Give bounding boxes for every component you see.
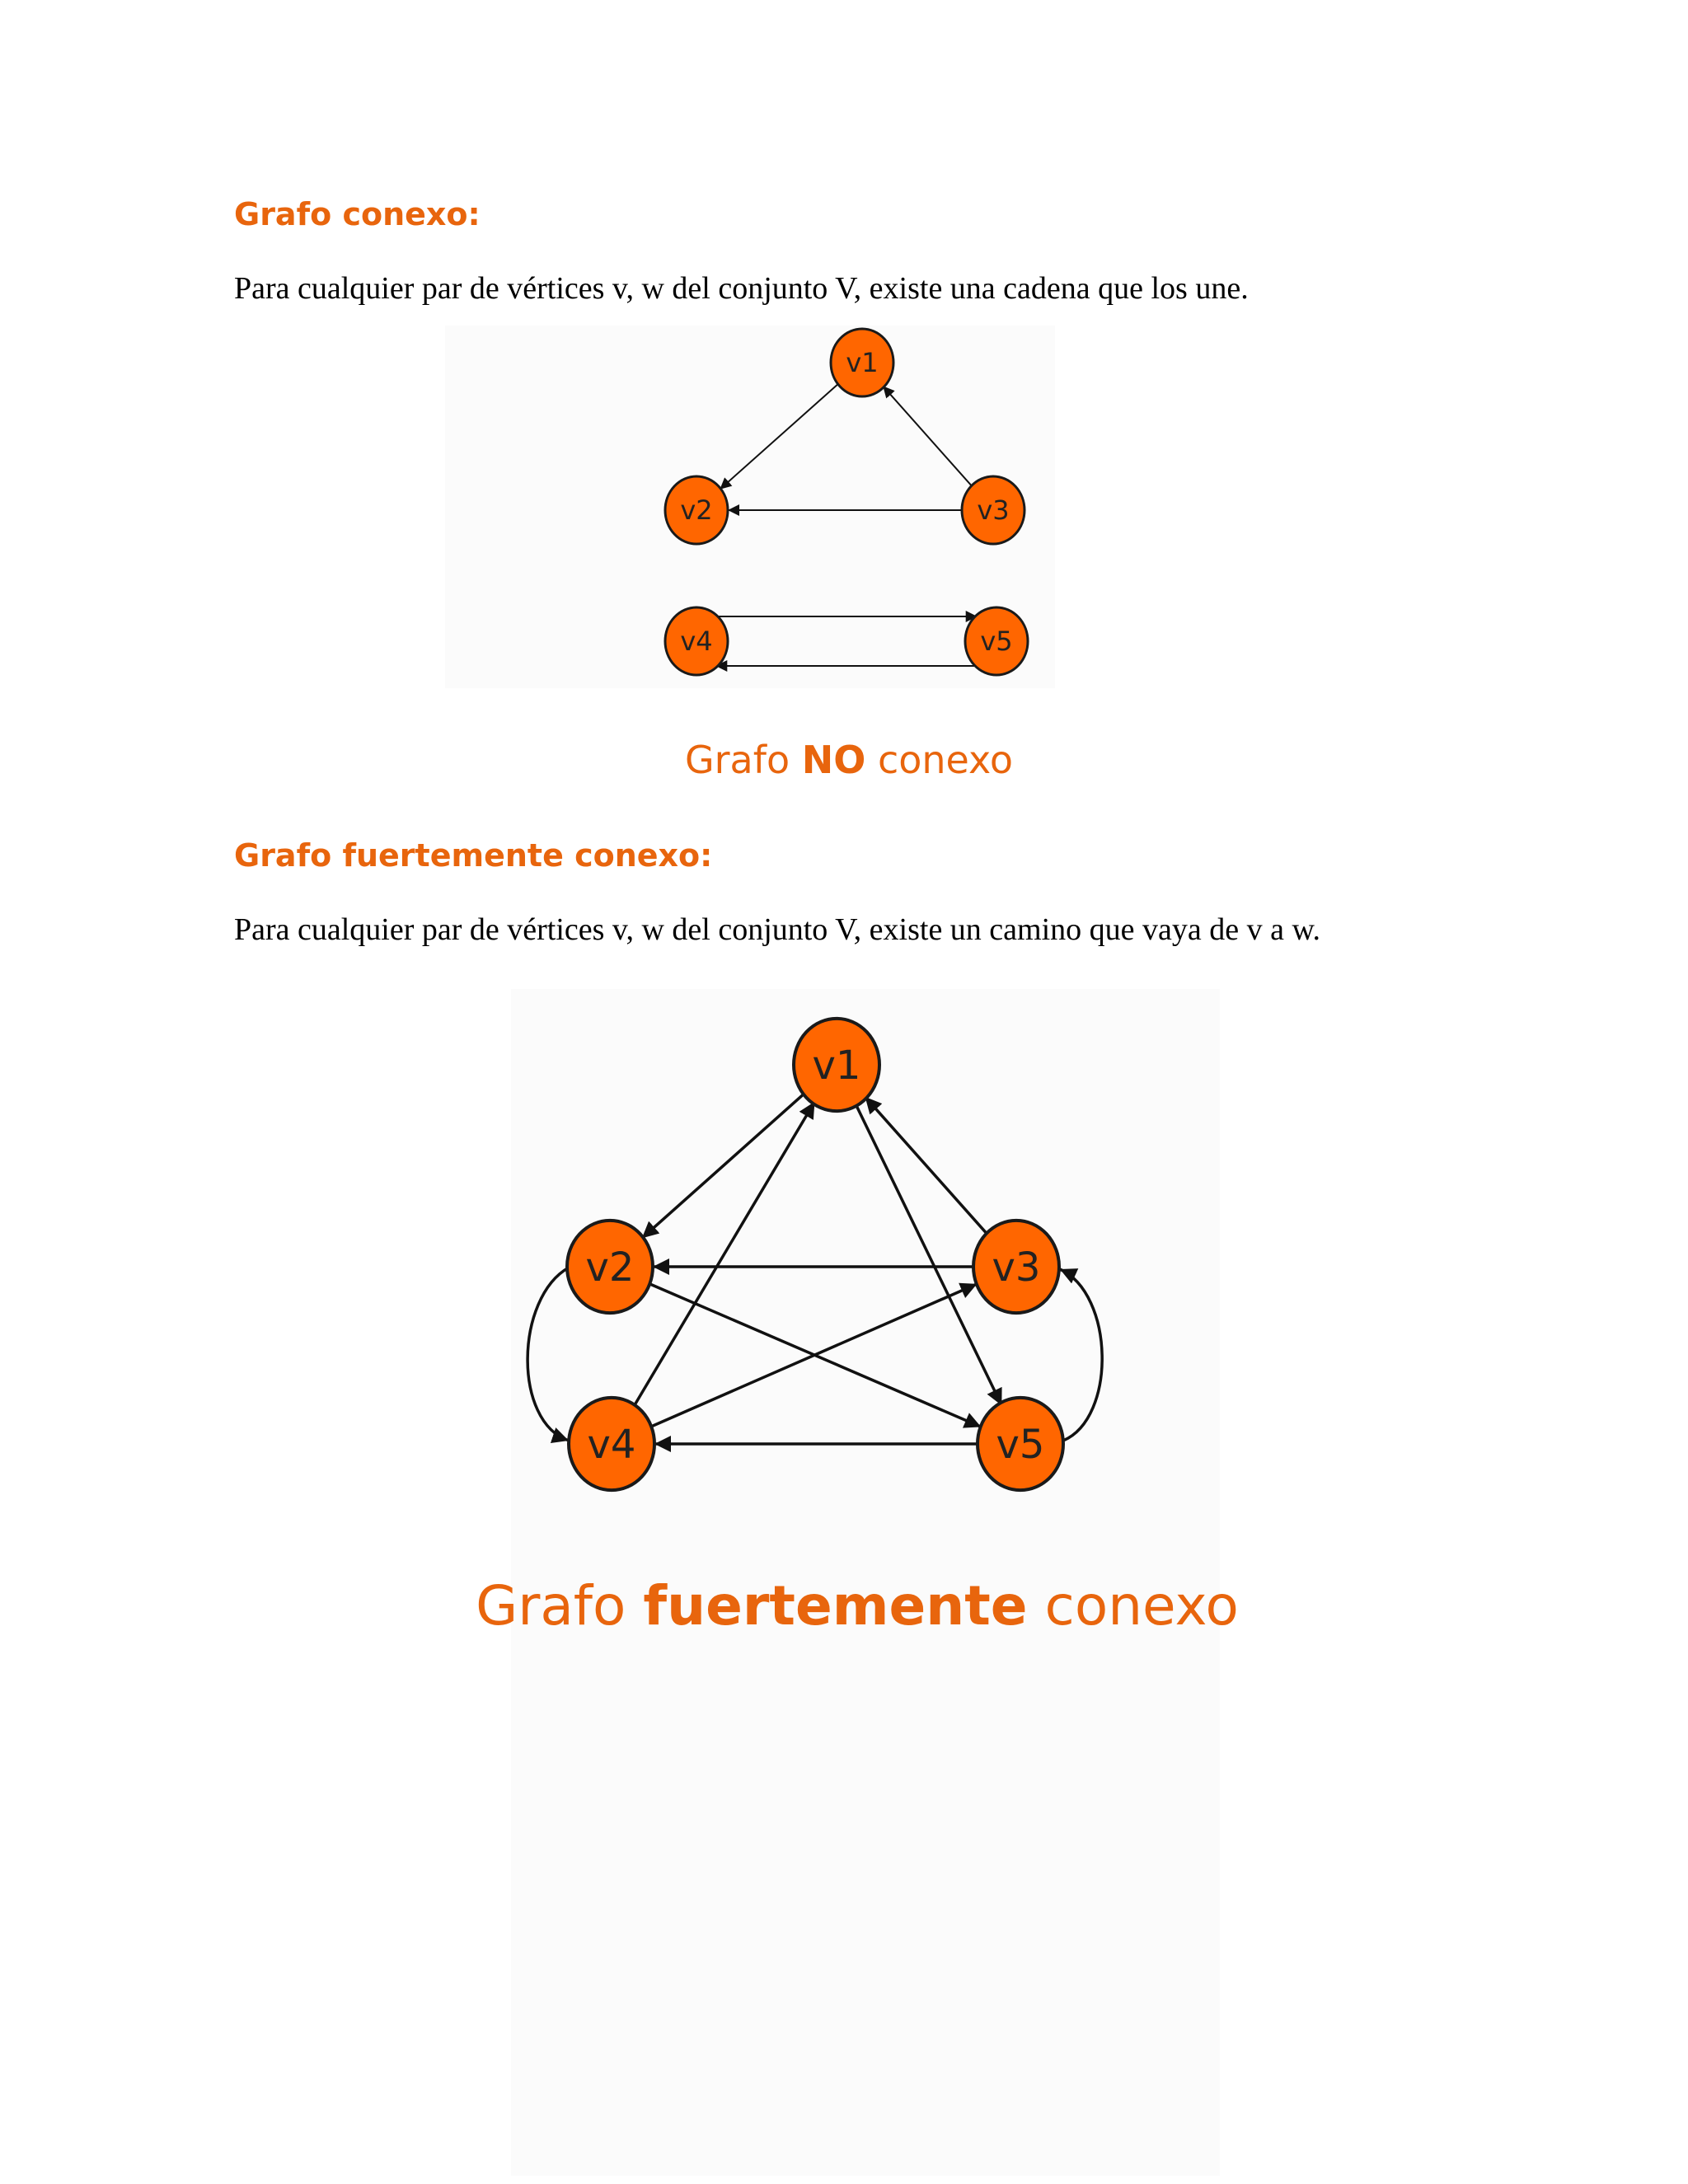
node-label-v1: v1: [846, 347, 878, 378]
caption-pre: Grafo: [685, 738, 802, 782]
figure-panel-not-connected: [445, 326, 1055, 688]
node-v1: [829, 327, 895, 398]
caption-bold: NO: [801, 738, 866, 782]
caption-bold: fuertemente: [643, 1574, 1028, 1638]
node-v4: [567, 1395, 656, 1493]
node-label-v3: v3: [992, 1244, 1041, 1291]
node-label-v1: v1: [813, 1043, 861, 1089]
edge-v1-to-v5: [854, 1103, 1003, 1406]
edge-v4-to-v1: [632, 1100, 816, 1408]
section-heading-connected: Grafo conexo:: [234, 196, 481, 232]
section-heading-strongly-connected: Grafo fuertemente conexo:: [234, 837, 713, 874]
node-label-v2: v2: [586, 1244, 635, 1291]
node-v2: [565, 1218, 654, 1315]
node-label-v2: v2: [680, 494, 712, 526]
edge-v3-to-v1: [882, 385, 973, 488]
node-v4: [663, 606, 729, 677]
node-label-v5: v5: [996, 1422, 1045, 1468]
edge-v2-to-v4: [526, 1266, 570, 1444]
node-label-v3: v3: [977, 494, 1009, 526]
node-label-v5: v5: [980, 626, 1012, 657]
caption-post: conexo: [865, 738, 1013, 782]
edge-v1-to-v2: [719, 382, 840, 490]
caption-post: conexo: [1027, 1574, 1239, 1638]
node-v5: [964, 606, 1029, 677]
node-label-v4: v4: [588, 1422, 636, 1468]
node-v3: [972, 1218, 1061, 1315]
figure-caption-strongly-connected: Grafo fuertemente conexo: [462, 1574, 1253, 1638]
section-description-strongly-connected: Para cualquier par de vértices v, w del …: [234, 912, 1320, 947]
figure-caption-not-connected: Grafo NO conexo: [610, 738, 1088, 782]
edge-v4-to-v3: [649, 1282, 978, 1428]
node-label-v4: v4: [680, 626, 712, 657]
figure-panel-strongly-connected: [511, 989, 1220, 2176]
node-v5: [976, 1395, 1065, 1493]
caption-pre: Grafo: [476, 1574, 644, 1638]
node-v1: [792, 1016, 881, 1113]
node-v3: [960, 475, 1026, 546]
section-description-connected: Para cualquier par de vértices v, w del …: [234, 271, 1249, 306]
node-v2: [663, 475, 729, 546]
edge-v3-to-v1: [864, 1095, 989, 1236]
edge-v1-to-v2: [640, 1092, 806, 1240]
edge-v5-to-v3: [1059, 1268, 1104, 1442]
